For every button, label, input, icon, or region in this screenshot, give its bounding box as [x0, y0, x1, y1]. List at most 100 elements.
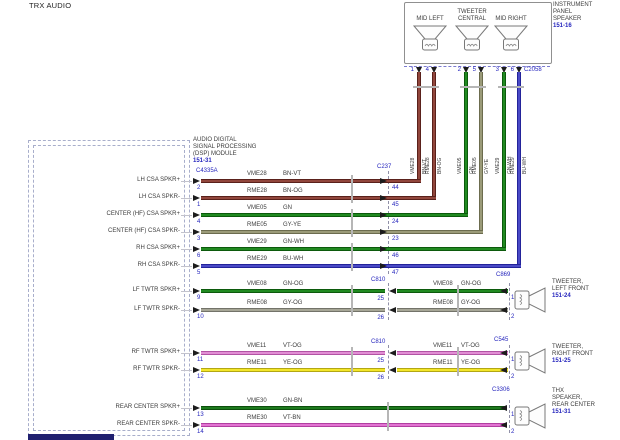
wire-code: VME30	[247, 398, 267, 404]
pin-arrow	[416, 67, 422, 73]
wire-code: VME11	[433, 343, 453, 349]
inline-pin: 25	[377, 358, 384, 364]
pin-arrow	[389, 307, 396, 313]
speaker-icon	[412, 25, 448, 51]
speaker-label-mid-left: MID LEFT	[416, 16, 444, 22]
wire-rme28-vertical	[432, 72, 436, 200]
wire-row	[201, 308, 385, 312]
module-pin: 5	[197, 270, 201, 276]
wire-color: GN-OG	[283, 281, 304, 287]
pin-arrow	[193, 350, 200, 356]
speaker-icon	[514, 287, 546, 313]
c237-pin: 23	[392, 236, 399, 242]
pin-arrow	[193, 229, 200, 235]
speaker-pin: 1	[511, 412, 515, 418]
module-pin: 3	[197, 236, 201, 242]
wire-color: GN-WH	[283, 239, 304, 245]
speaker-pin: 2	[511, 374, 515, 380]
dsp-pin-label: RF TWTR SPKR-	[133, 366, 180, 372]
pin-arrow	[380, 212, 387, 218]
twisted-pair-mark	[351, 347, 353, 376]
wire-row	[201, 213, 468, 217]
pin-arrow	[380, 195, 387, 201]
inline-connector-id: C810	[371, 339, 386, 345]
pin-arrow	[193, 367, 200, 373]
module-pin: 12	[197, 374, 204, 380]
ips-connector-line	[404, 66, 550, 67]
wire-color: YE-OG	[283, 360, 303, 366]
pin-arrow	[478, 67, 484, 73]
wire-code: RME29	[247, 256, 268, 262]
module-pin: 14	[197, 429, 204, 435]
wire-color: GN	[283, 205, 292, 211]
pin-arrow	[193, 212, 200, 218]
pin-arrow	[193, 307, 200, 313]
wire-color: GN-OG	[461, 281, 482, 287]
bottom-blue-bar	[28, 434, 114, 440]
wire-code: RME05	[247, 222, 268, 228]
ips-pin: 2	[457, 67, 461, 73]
leader-line	[181, 198, 192, 199]
module-pin: 13	[197, 412, 204, 418]
wire-code: VME05	[247, 205, 267, 211]
pin-arrow	[500, 288, 507, 294]
dsp-pin-label: REAR CENTER SPKR-	[116, 421, 180, 427]
pin-arrow	[500, 307, 507, 313]
pin-arrow	[193, 178, 200, 184]
dsp-page-ref: 151-31	[193, 158, 212, 164]
wire-row	[397, 351, 508, 355]
ips-pin: 3	[495, 67, 499, 73]
module-pin: 10	[197, 314, 204, 320]
wire-code: RME08	[433, 300, 454, 306]
wire-row	[201, 406, 507, 410]
wire-row	[201, 351, 385, 355]
leader-line	[181, 291, 192, 292]
dsp-pin-label: LH CSA SPKR-	[138, 194, 180, 200]
speaker-connector-line	[509, 400, 510, 433]
wire-row	[201, 264, 521, 268]
wire-code: RME30	[247, 415, 268, 421]
wire-color: GY-YE	[484, 158, 490, 174]
speaker-page-ref: 151-24	[552, 293, 571, 299]
wire-row	[201, 368, 385, 372]
twisted-pair-mark	[457, 285, 459, 316]
wire-row	[397, 368, 508, 372]
speaker-connector-line	[509, 345, 510, 379]
wire-code: RME05	[472, 157, 478, 174]
speaker-pin: 1	[511, 295, 515, 301]
ips-pin: 5	[472, 67, 476, 73]
inline-pin: 26	[377, 375, 384, 381]
twisted-pair-mark	[351, 243, 353, 271]
wire-vme29-vertical	[502, 72, 506, 251]
ips-pin: 1	[410, 67, 414, 73]
wire-row	[201, 423, 507, 427]
ips-pin: 6	[510, 67, 514, 73]
wire-code: VME29	[247, 239, 267, 245]
leader-line	[181, 181, 192, 182]
wire-vme05-vertical	[464, 72, 468, 217]
speaker-pin: 2	[511, 429, 515, 435]
module-pin: 2	[197, 185, 201, 191]
twisted-pair-mark	[351, 175, 353, 203]
ips-name-3: SPEAKER	[553, 16, 582, 22]
module-pin: 9	[197, 295, 201, 301]
speaker-connector-id: C869	[496, 272, 511, 278]
wire-color: BU-WH	[522, 157, 528, 174]
speaker-name-3: REAR CENTER	[552, 402, 596, 408]
inline-connector-line	[388, 283, 389, 320]
module-pin: 1	[197, 202, 201, 208]
wire-rme05-vertical	[479, 72, 483, 234]
c237-connector-line	[388, 171, 389, 274]
c237-pin: 45	[392, 202, 399, 208]
wire-code: VME08	[433, 281, 453, 287]
dsp-connector-id: C4335A	[196, 168, 218, 174]
wire-color: GY-OG	[283, 300, 303, 306]
wire-color: BN-VT	[283, 171, 301, 177]
wire-code: VME05	[457, 157, 463, 174]
pin-arrow	[193, 422, 200, 428]
inline-connector-id: C810	[371, 277, 386, 283]
ips-page-ref: 151-16	[553, 23, 572, 29]
wire-color: VT-BN	[283, 415, 301, 421]
speaker-icon	[454, 25, 490, 51]
